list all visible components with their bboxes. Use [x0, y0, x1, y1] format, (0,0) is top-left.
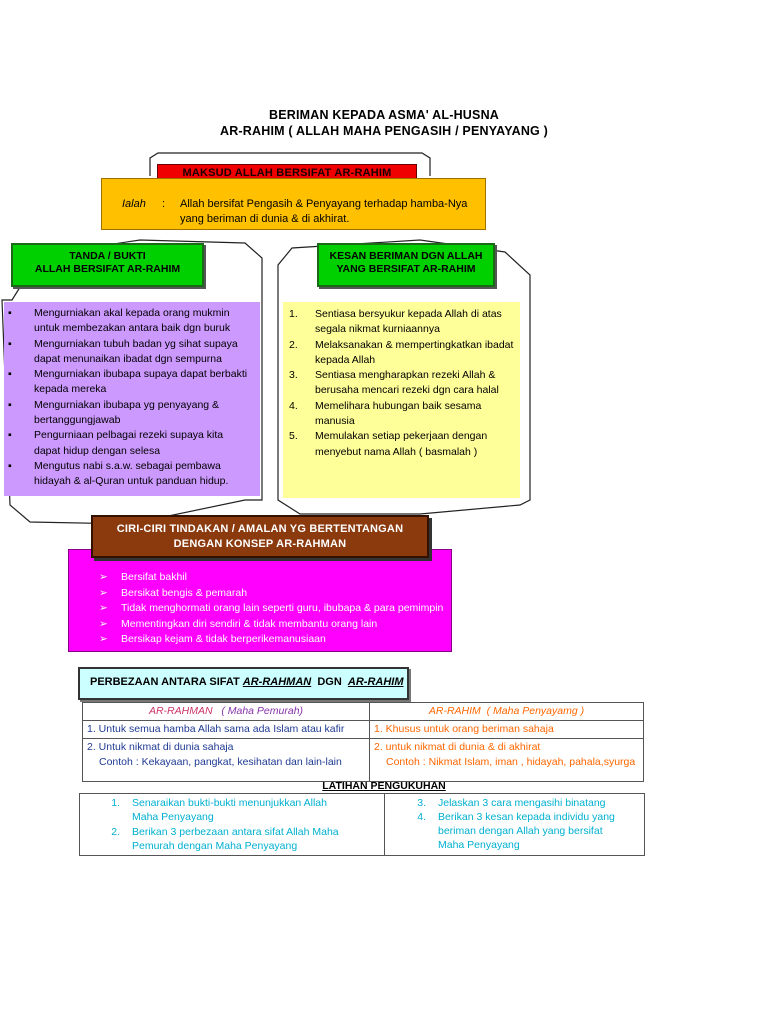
table-cell: 1. Khusus untuk orang beriman sahaja [369, 720, 644, 739]
list-item: ➢Tidak menghormati orang lain seperti gu… [99, 602, 444, 615]
list-item: ▪Mengurniakan ibubapa supaya dapat berba… [8, 368, 248, 396]
table-cell: 2. Untuk nikmat di dunia sahaja Contoh :… [82, 738, 370, 782]
tanda-heading-line2: ALLAH BERSIFAT AR-RAHIM [34, 263, 181, 275]
kesan-heading: KESAN BERIMAN DGN ALLAH YANG BERSIFAT AR… [317, 243, 495, 287]
maksud-box: Ialah : Allah bersifat Pengasih & Penyay… [101, 178, 486, 230]
comparison-table: AR-RAHMAN ( Maha Pemurah) AR-RAHIM ( Mah… [82, 702, 644, 782]
page-title: BERIMAN KEPADA ASMA' AL-HUSNA [268, 108, 500, 122]
table-row: 2. Untuk nikmat di dunia sahaja Contoh :… [82, 738, 644, 782]
list-item: 1.Senaraikan bukti-bukti menunjukkan All… [111, 797, 327, 823]
list-item: ▪Mengurniakan ibubapa yg penyayang &bert… [8, 398, 220, 427]
page-subtitle: AR-RAHIM ( ALLAH MAHA PENGASIH / PENYAYA… [219, 124, 549, 138]
table-row: 1. Untuk semua hamba Allah sama ada Isla… [82, 720, 644, 739]
table-cell: 2. untuk nikmat di dunia & di akhirat Co… [369, 738, 644, 782]
tanda-heading-line1: TANDA / BUKTI [69, 250, 146, 262]
table-header-right: AR-RAHIM ( Maha Penyayamg ) [369, 702, 644, 721]
maksud-text-2: yang beriman di dunia & di akhirat. [180, 213, 350, 225]
kesan-heading-line1: KESAN BERIMAN DGN ALLAH [329, 250, 483, 262]
list-item: 3.Jelaskan 3 cara mengasihi binatang [417, 797, 606, 809]
table-row: AR-RAHMAN ( Maha Pemurah) AR-RAHIM ( Mah… [82, 702, 644, 721]
latihan-box: 1.Senaraikan bukti-bukti menunjukkan All… [79, 793, 645, 856]
list-item: ➢Bersikat bengis & pemarah [99, 586, 248, 599]
latihan-left: 1.Senaraikan bukti-bukti menunjukkan All… [80, 796, 380, 853]
list-item: 2.Melaksanakan & mempertingkatkan ibadat… [289, 338, 514, 366]
perbezaan-a: AR-RAHMAN [242, 676, 312, 688]
ciri-heading: CIRI-CIRI TINDAKAN / AMALAN YG BERTENTAN… [91, 515, 429, 558]
ciri-heading-line2: DENGAN KONSEP AR-RAHMAN [173, 538, 347, 550]
list-item: ➢Mementingkan diri sendiri & tidak memba… [99, 617, 378, 630]
tanda-heading: TANDA / BUKTI ALLAH BERSIFAT AR-RAHIM [11, 243, 204, 287]
latihan-heading: LATIHAN PENGUKUHAN [322, 780, 446, 792]
kesan-list: 1.Sentiasa bersyukur kepada Allah di ata… [283, 302, 520, 498]
perbezaan-prefix: PERBEZAAN ANTARA SIFAT [90, 676, 243, 688]
maksud-text-1: Allah bersifat Pengasih & Penyayang terh… [180, 198, 468, 210]
table-header-left: AR-RAHMAN ( Maha Pemurah) [82, 702, 370, 721]
kesan-heading-line2: YANG BERSIFAT AR-RAHIM [336, 263, 476, 275]
ciri-list: ➢Bersifat bakhil ➢Bersikat bengis & pema… [68, 549, 452, 652]
latihan-divider [384, 794, 385, 855]
list-item: 3.Sentiasa mengharapkan rezeki Allah &be… [289, 369, 499, 397]
list-item: ➢Bersifat bakhil [99, 571, 187, 583]
maksud-colon: : [162, 198, 166, 210]
perbezaan-b: AR-RAHIM [347, 676, 404, 688]
perbezaan-heading: PERBEZAAN ANTARA SIFAT AR-RAHMAN DGN AR-… [78, 667, 409, 700]
list-item: ➢Bersikap kejam & tidak berperikemanusia… [99, 633, 326, 646]
perbezaan-mid: DGN [311, 676, 348, 688]
list-item: ▪Pengurniaan pelbagai rezeki supaya kita… [8, 429, 224, 457]
maksud-label: Ialah [122, 198, 146, 210]
ciri-heading-line1: CIRI-CIRI TINDAKAN / AMALAN YG BERTENTAN… [116, 523, 404, 535]
list-item: 2.Berikan 3 perbezaan antara sifat Allah… [111, 826, 339, 852]
list-item: 1.Sentiasa bersyukur kepada Allah di ata… [289, 308, 502, 336]
table-cell: 1. Untuk semua hamba Allah sama ada Isla… [82, 720, 370, 739]
latihan-right: 3.Jelaskan 3 cara mengasihi binatang 4.B… [386, 796, 644, 852]
list-item: ▪Mengurniakan tubuh badan yg sihat supay… [8, 337, 238, 365]
